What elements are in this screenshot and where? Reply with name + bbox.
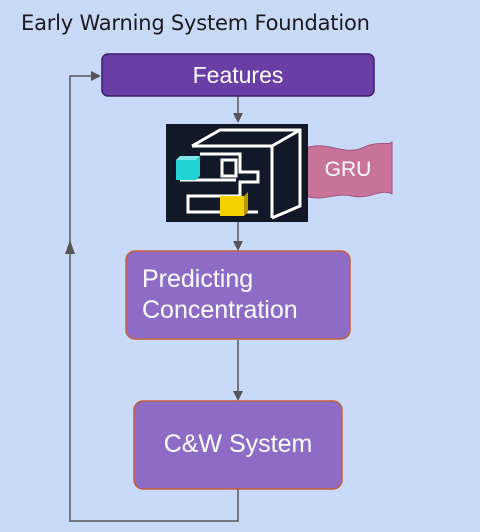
features-label: Features [192, 61, 284, 88]
page-title: Early Warning System Foundation [21, 11, 370, 35]
predicting-concentration-box [125, 250, 351, 340]
predicting-label-line-2: Concentration [142, 296, 298, 324]
predicting-concentration-label: Predicting Concentration [142, 264, 298, 326]
feedback-loop-arrowhead [65, 240, 75, 254]
cw-system-label: C&W System [163, 429, 313, 458]
gru-badge-shape [305, 140, 393, 199]
feedback-loop-line [69, 71, 239, 522]
cw-system-box [133, 400, 343, 490]
gru-label: GRU [324, 158, 372, 181]
predicting-label-line-1: Predicting [142, 265, 254, 293]
features-box [101, 53, 375, 97]
gru-block-icon [166, 124, 308, 222]
